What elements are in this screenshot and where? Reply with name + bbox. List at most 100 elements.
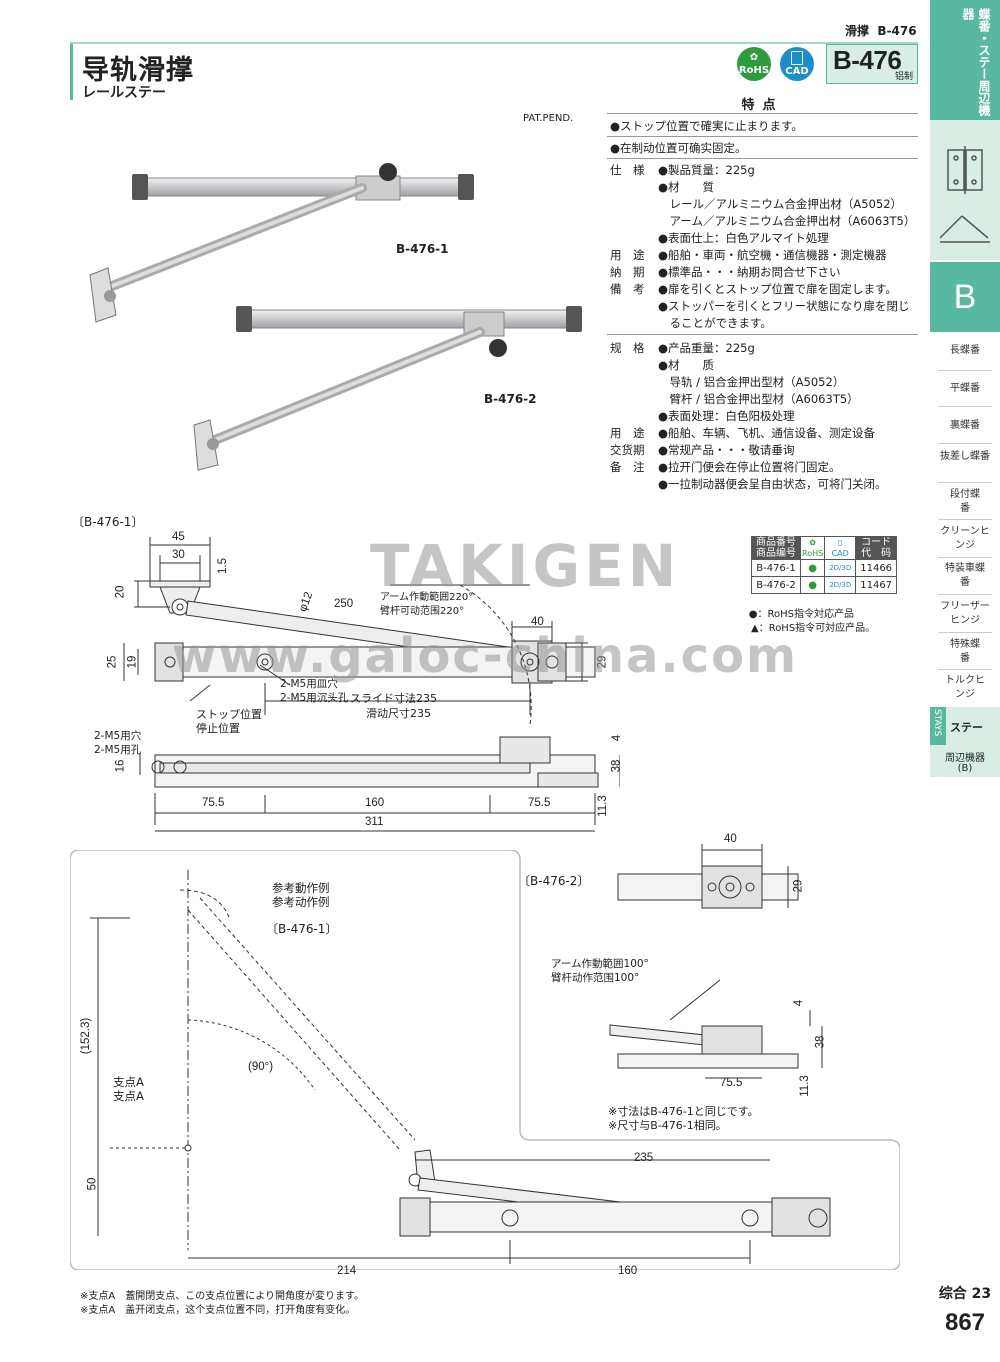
feature-point: ●在制动位置可确实固定。 [610, 141, 747, 155]
product-code-table: 商品番号商品编号 ✿RoHS ▯CAD コード代 码 B-476-1 ● 2D/… [751, 536, 898, 594]
spec-label [610, 179, 658, 195]
tab-peripheral-sub: (B) [957, 763, 973, 774]
spec-row: ●一拉制动器便会呈自由状态，可将门关闭。 [610, 476, 887, 492]
ref-title-jp: 参考動作例 [272, 881, 330, 895]
document-icon [791, 51, 803, 65]
tab-tokusosha[interactable]: 特装車蝶番 [945, 563, 985, 588]
tab-nukisashi[interactable]: 抜差し蝶番 [940, 451, 990, 462]
rohs-dot: ● [799, 576, 826, 594]
page-title: 导轨滑撑 [82, 55, 194, 86]
spec-row: アーム／アルミニウム合金押出材（A6063T5） [610, 213, 915, 229]
spec-label: 规 格 [610, 341, 645, 355]
category-tab[interactable]: 蝶番・ステー周辺機器 [930, 0, 1000, 120]
rohs-dot: ● [799, 559, 826, 577]
spec-value: ●材 质 [658, 358, 715, 372]
drawing2-svg [609, 844, 823, 1079]
rohs-note-1: ●●：RoHS指令対応产品 [748, 609, 854, 620]
document-icon: ▯ [838, 538, 843, 547]
spec-label [610, 213, 658, 229]
spec-row: 规 格●产品重量：225g [610, 340, 755, 356]
tab-urachoban[interactable]: 裏蝶番 [950, 420, 980, 431]
arm-range-jp: アーム作動範囲100° [551, 958, 649, 970]
spec-value: 臂杆 / 铝合金押出型材（A6063T5） [658, 392, 859, 406]
spec-row: ることができます。 [610, 315, 771, 331]
stays-label: STAYS [932, 709, 942, 737]
spec-row: ●材 質 [610, 179, 714, 195]
rohs-note-2: ▲：RoHS指令可対应产品。 [751, 623, 876, 634]
rohs-leaf-icon: ✿ [749, 52, 759, 63]
spec-value: ●製品質量：225g [658, 163, 755, 177]
ref-section: 〔B-476-1〕 [266, 922, 338, 936]
feature-point: ●ストップ位置で確実に止まります。 [610, 119, 803, 133]
spec-row: 交货期●常规产品・・・敬请垂询 [610, 442, 795, 458]
spec-value: ●材 質 [658, 180, 715, 194]
spec-row: 备 注●拉开门便会在停止位置将门固定。 [610, 459, 841, 475]
spec-row: 備 考 ●扉を引くとストップ位置で扉を固定します。 [610, 281, 897, 297]
tab-nagachoban[interactable]: 長蝶番 [950, 345, 980, 356]
tab-dantsuki[interactable]: 段付蝶番 [950, 489, 980, 514]
category-label: 蝶番・ステー周辺機器 [961, 8, 991, 116]
drawing1-svg [123, 537, 620, 832]
model-badge: B-476 铝制 [826, 44, 918, 84]
pivot-label-jp: 支点A [113, 1075, 144, 1089]
spec-value: ●表面仕上：白色アルマイト処理 [658, 231, 829, 245]
col-code: コード代 码 [855, 536, 898, 560]
hinge-icon [939, 146, 990, 243]
spec-label [610, 230, 658, 246]
watermark-site: www.galoc-china.com [172, 628, 799, 684]
spec-row: レール／アルミニウム合金押出材（A5052） [610, 196, 902, 212]
product-photo-2 [193, 306, 582, 471]
rohs-badge: ✿ RoHS [737, 47, 771, 81]
spec-label [610, 391, 658, 407]
spec-row: 仕 様 ●製品質量：225g [610, 162, 755, 178]
spec-value: ●一拉制动器便会呈自由状态，可将门关闭。 [658, 477, 887, 491]
col-rohs: ✿RoHS [799, 536, 826, 560]
product-label-1: B-476-1 [396, 242, 449, 256]
tab-stay-active[interactable]: STAYS ステー 周辺機器 (B) [930, 707, 1000, 777]
spec-row: 用 途●船舶・車両・航空機・通信機器・測定機器 [610, 247, 887, 263]
side-index: 蝶番・ステー周辺機器 B 長蝶番 平蝶番 裏蝶番 抜差し蝶番 段付蝶番 クリーン… [930, 0, 1000, 1362]
page-number: 867 [944, 1309, 986, 1336]
tab-tokushu[interactable]: 特殊蝶番 [950, 639, 980, 664]
spec-value: ●船舶、车辆、飞机、通信设备、测定设备 [658, 426, 876, 440]
spec-value: アーム／アルミニウム合金押出材（A6063T5） [658, 214, 916, 228]
col-product: 商品番号商品编号 [751, 536, 801, 560]
spec-label [610, 196, 658, 212]
tab-hirachoban[interactable]: 平蝶番 [950, 383, 980, 394]
spec-value: ●常规产品・・・敬请垂询 [658, 443, 795, 457]
ref-label: 滑撑 [845, 24, 870, 38]
stay-icon [939, 215, 990, 243]
model-code: B-476 [833, 45, 902, 75]
category-icons [930, 120, 1000, 260]
spec-row: 納 期 ●標準品・・・納期お問合せ下さい [610, 264, 841, 280]
spec-row: 用 途 ●船舶、车辆、飞机、通信设备、测定设备 [610, 425, 875, 441]
spec-row: ●材 质 [610, 357, 714, 373]
spec-value: ●標準品・・・納期お問合せ下さい [658, 265, 841, 279]
table-row: B-476-1 ● 2D/3D 11466 [751, 559, 898, 577]
tab-clean-hinge[interactable]: クリーンヒンジ [940, 526, 990, 551]
page-subtitle: レールステー [82, 85, 166, 101]
spec-label: 备 注 [610, 460, 645, 474]
patent-pending: PAT.PEND. [523, 113, 574, 124]
spec-value: ●扉を引くとストップ位置で扉を固定します。 [658, 282, 897, 296]
tab-torque-hinge[interactable]: トルクヒンジ [945, 675, 985, 700]
spec-row: 臂杆 / 铝合金押出型材（A6063T5） [610, 391, 859, 407]
tab-freezer-hinge[interactable]: フリーザーヒンジ [940, 601, 990, 626]
spec-label: 納 期 [610, 265, 645, 279]
ref-code: B-476 [877, 24, 917, 38]
spec-value: 导轨 / 铝合金押出型材（A5052） [658, 375, 845, 389]
leaf-icon: ✿ [809, 538, 816, 547]
ref-title-cn: 参考动作例 [272, 895, 330, 909]
spec-label: 仕 様 [610, 163, 645, 177]
spec-row: ●表面处理：白色阳极处理 [610, 408, 795, 424]
drawing2-note-jp: ※寸法はB-476-1と同じです。 [608, 1105, 759, 1118]
spec-label: 備 考 [610, 282, 645, 296]
product-photos [89, 163, 582, 471]
header-rule [70, 42, 918, 44]
pivot-note-jp: ※支点A 蓋開閉支点、この支点位置により開角度が変ります。 [80, 1291, 365, 1302]
product-label-2: B-476-2 [484, 392, 537, 406]
spec-label [610, 357, 658, 373]
arm-range-cn: 臂杆动作范围100° [551, 972, 640, 984]
spec-label: 用 途 [610, 426, 645, 440]
page-section: 综合 23 [938, 1286, 992, 1302]
